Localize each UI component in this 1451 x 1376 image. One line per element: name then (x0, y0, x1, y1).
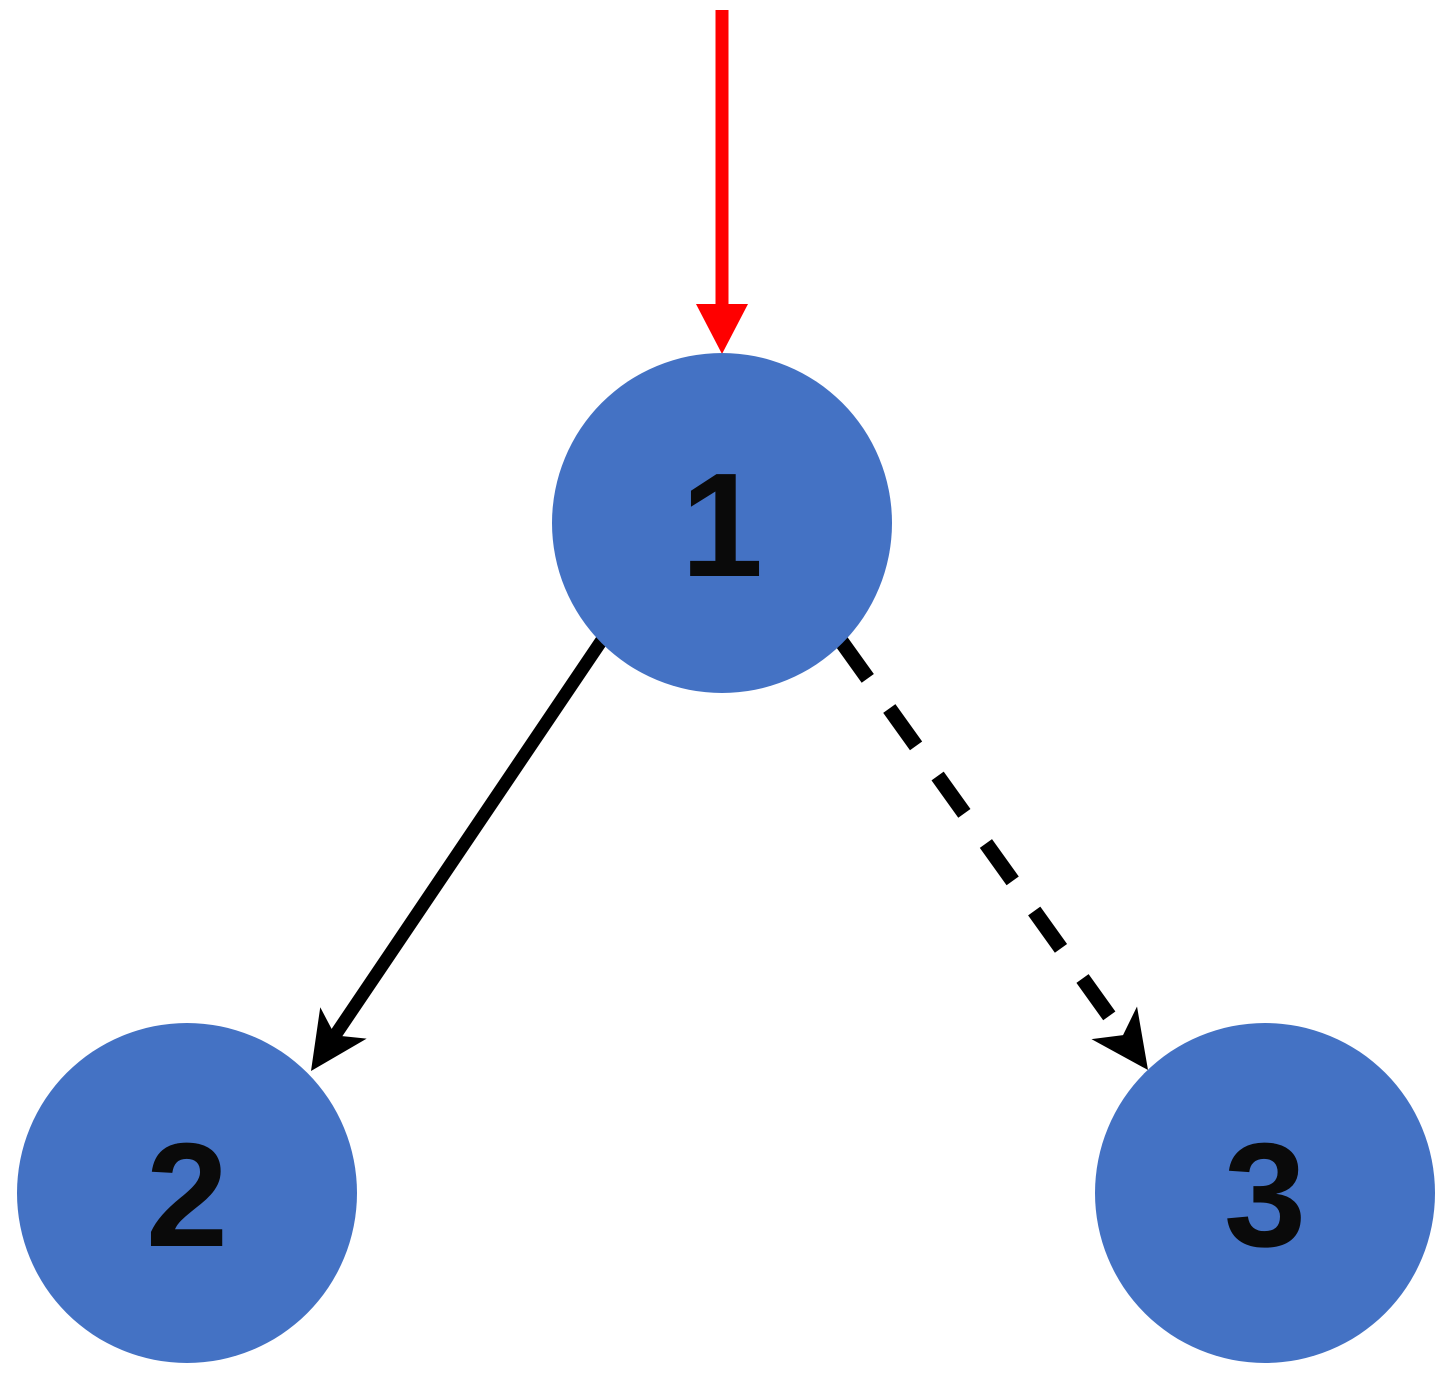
edge-1-2-solid-line (328, 636, 608, 1041)
input-arrowhead (696, 304, 748, 354)
node-3-circle (1095, 1023, 1435, 1363)
edge-1-3-arrowhead (1091, 1006, 1148, 1070)
node-2-circle (17, 1023, 357, 1363)
edge-1-3-dashed-line (834, 636, 1131, 1042)
node-3-label: 3 (1224, 1113, 1306, 1278)
node-1-label: 1 (681, 443, 763, 608)
node-2-label: 2 (146, 1113, 228, 1278)
edge-1-2-arrowhead (311, 1007, 367, 1071)
node-1-circle (552, 353, 892, 693)
